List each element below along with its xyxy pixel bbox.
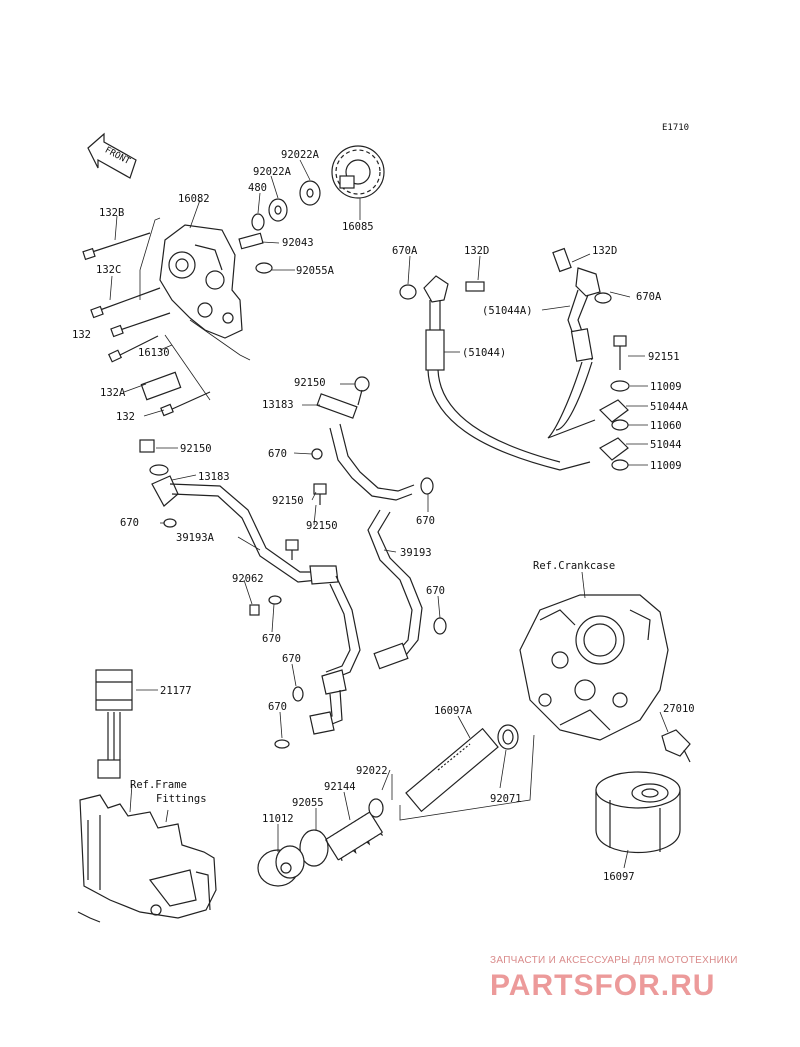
label-11009: 11009 bbox=[650, 460, 682, 472]
watermark: ЗАПЧАСТИ И АКСЕССУАРЫ ДЛЯ МОТОТЕХНИКИ PA… bbox=[490, 955, 738, 1002]
label-670A: 670A bbox=[392, 245, 418, 257]
oil-pump-assembly bbox=[82, 145, 385, 417]
label-670: 670 bbox=[262, 633, 281, 645]
bolt-132 bbox=[110, 312, 171, 338]
label-670A: 670A bbox=[636, 291, 662, 303]
sprocket-16085 bbox=[331, 145, 385, 199]
label-39193A: 39193A bbox=[176, 532, 215, 544]
label-92022A: 92022A bbox=[281, 149, 320, 161]
bolt-132-lower bbox=[160, 391, 211, 417]
label-92071: 92071 bbox=[490, 793, 522, 805]
label-51044: 51044 bbox=[650, 439, 682, 451]
label-132B: 132B bbox=[99, 207, 124, 219]
bolt-132C bbox=[90, 287, 161, 319]
label-39193: 39193 bbox=[400, 547, 432, 559]
oil-pipes bbox=[139, 376, 447, 749]
label-51044A: 51044A bbox=[650, 401, 689, 413]
bolt-16130 bbox=[107, 335, 159, 363]
label-51044: (51044) bbox=[462, 347, 506, 359]
label-92150: 92150 bbox=[180, 443, 212, 455]
oil-cooler-hoses bbox=[399, 247, 630, 471]
drain-plug-11012 bbox=[257, 845, 305, 887]
label-21177: 21177 bbox=[160, 685, 192, 697]
strainer-assembly bbox=[257, 724, 535, 887]
label-670: 670 bbox=[416, 515, 435, 527]
label-670: 670 bbox=[120, 517, 139, 529]
label-132A: 132A bbox=[100, 387, 126, 399]
crankcase bbox=[519, 594, 691, 763]
label-92144: 92144 bbox=[324, 781, 356, 793]
part-labels: 92022A 92022A 480 16082 132B 92043 16085… bbox=[72, 149, 695, 883]
label-11012: 11012 bbox=[262, 813, 294, 825]
label-670: 670 bbox=[426, 585, 445, 597]
leader-lines bbox=[109, 159, 669, 869]
label-ref-crankcase: Ref.Crankcase bbox=[533, 560, 615, 572]
label-16085: 16085 bbox=[342, 221, 374, 233]
bolt-132B bbox=[82, 232, 151, 261]
label-132: 132 bbox=[116, 411, 135, 423]
label-11009: 11009 bbox=[650, 381, 682, 393]
diagram-code: E1710 bbox=[662, 123, 689, 133]
label-13183: 13183 bbox=[198, 471, 230, 483]
label-92055A: 92055A bbox=[296, 265, 335, 277]
label-92150: 92150 bbox=[294, 377, 326, 389]
label-92043: 92043 bbox=[282, 237, 314, 249]
frame-fittings bbox=[77, 669, 217, 923]
label-132D: 132D bbox=[464, 245, 489, 257]
label-132D: 132D bbox=[592, 245, 617, 257]
bolt-132A bbox=[140, 371, 182, 401]
label-92062: 92062 bbox=[232, 573, 264, 585]
label-92022A: 92022A bbox=[253, 166, 292, 178]
label-92055: 92055 bbox=[292, 797, 324, 809]
front-arrow-icon: FRONT bbox=[87, 132, 137, 179]
label-480: 480 bbox=[248, 182, 267, 194]
watermark-brand: PARTSFOR.RU bbox=[490, 969, 715, 1002]
label-51044A: (51044A) bbox=[482, 305, 533, 317]
label-16097: 16097 bbox=[603, 871, 635, 883]
label-132: 132 bbox=[72, 329, 91, 341]
label-16130: 16130 bbox=[138, 347, 170, 359]
label-11060: 11060 bbox=[650, 420, 682, 432]
label-670: 670 bbox=[282, 653, 301, 665]
label-92150: 92150 bbox=[272, 495, 304, 507]
label-16082: 16082 bbox=[178, 193, 210, 205]
label-132C: 132C bbox=[96, 264, 121, 276]
label-16097A: 16097A bbox=[434, 705, 473, 717]
label-ref-frame: Ref.Frame bbox=[130, 779, 187, 791]
label-13183: 13183 bbox=[262, 399, 294, 411]
label-92150: 92150 bbox=[306, 520, 338, 532]
label-27010: 27010 bbox=[663, 703, 695, 715]
label-92151: 92151 bbox=[648, 351, 680, 363]
label-fittings: Fittings bbox=[156, 793, 207, 805]
label-92022: 92022 bbox=[356, 765, 388, 777]
oil-filter-16097 bbox=[595, 771, 681, 854]
watermark-tagline: ЗАПЧАСТИ И АКСЕССУАРЫ ДЛЯ МОТОТЕХНИКИ bbox=[490, 955, 738, 966]
label-670: 670 bbox=[268, 448, 287, 460]
label-670: 670 bbox=[268, 701, 287, 713]
